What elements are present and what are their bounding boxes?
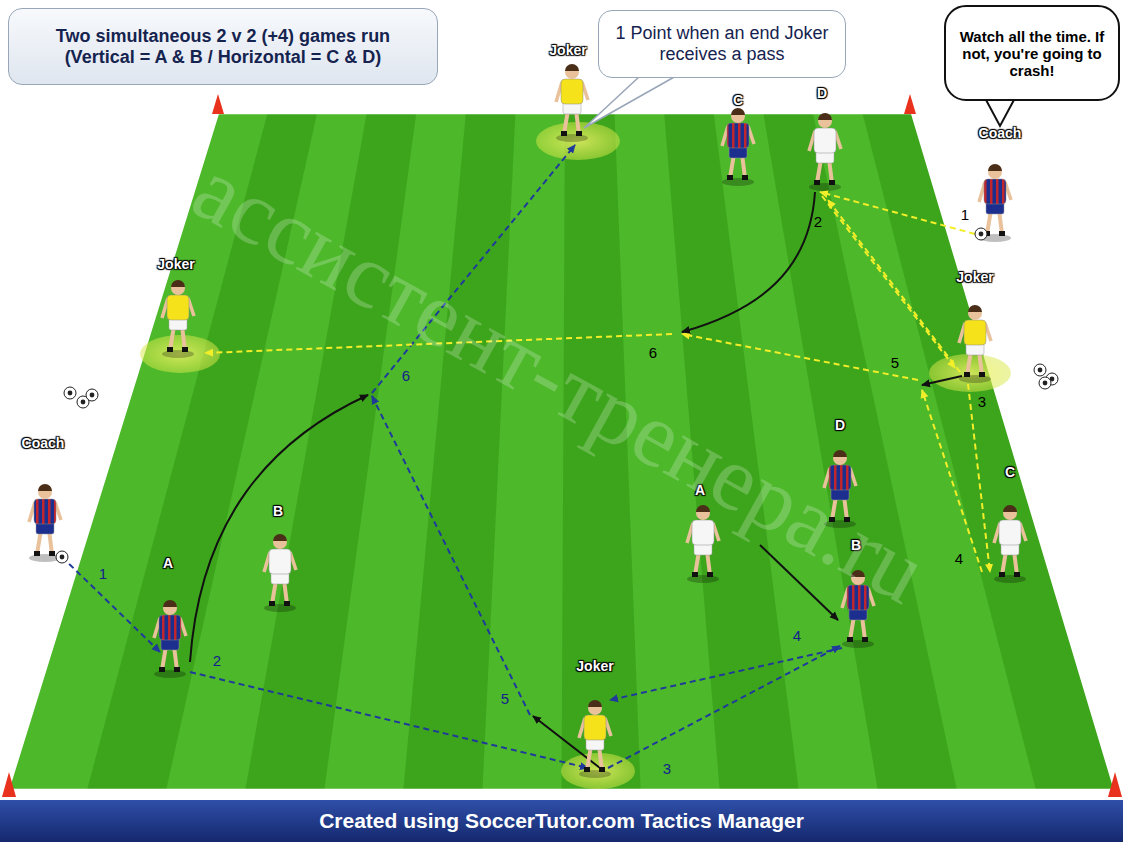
node-text: 1 Point when an end Joker receives a pas… [611,23,833,65]
grass-stripe [615,113,720,790]
player-label: B [273,503,283,519]
player-label: Joker [576,658,613,674]
player-figure [154,600,186,678]
player-label: Coach [22,435,65,451]
callout-number: 5 [891,354,899,371]
yellow-passes [205,192,990,572]
callout-number: 1 [961,206,969,223]
callout-number: 2 [814,213,822,230]
callout-number: 4 [955,550,963,567]
player-figure [556,64,588,142]
ball [86,389,98,401]
grass-stripe [482,113,565,790]
player-label: D [817,85,827,101]
player-figure [579,700,611,778]
ball [975,228,987,240]
grass-stripe [813,113,1036,790]
ball [1034,364,1046,376]
player-figure [824,450,856,528]
ball [1039,377,1051,389]
callout-number: 3 [978,393,986,410]
speech-bubble: Watch all the time. If not, you're going… [944,5,1120,101]
callout-number: 6 [649,344,657,361]
player-label: D [835,417,845,433]
callout-number: 3 [663,760,671,777]
node-text: Two simultaneous 2 v 2 (+4) games run (V… [19,26,427,68]
blue-passes [62,145,842,768]
callout-number: 4 [793,627,801,644]
callout-number: 2 [213,652,221,669]
player-label: Coach [979,125,1022,141]
ball [64,387,76,399]
bubble-tail [584,76,676,128]
pitch-line [8,113,1115,790]
player-label: B [851,537,861,553]
player-label: C [733,92,743,108]
player-figure [722,108,754,186]
player-figure [994,505,1026,583]
grass-stripe [166,113,367,790]
pitch [8,113,1115,790]
player-figure [264,534,296,612]
title-box: Two simultaneous 2 v 2 (+4) games run (V… [8,8,438,85]
grass-stripe [324,113,466,790]
cones [2,94,1122,797]
player-label: Joker [157,256,194,272]
player-figure [959,305,991,383]
player-label: Joker [956,269,993,285]
bubble-tail [985,98,1015,126]
player-figure [687,505,719,583]
player-figure [29,484,61,562]
callout-number: 1 [99,565,107,582]
callout-number: 6 [402,367,410,384]
player-label: Joker [549,42,586,58]
player-figure [809,113,841,191]
watermark: ассистент-тренера.ru [176,135,943,624]
ball [56,551,68,563]
player-label: C [1005,464,1015,480]
player-figure [842,570,874,648]
callout-number: 5 [501,690,509,707]
player-label: A [695,482,705,498]
node-text: Watch all the time. If not, you're going… [954,28,1110,79]
node-text: Created using SoccerTutor.com Tactics Ma… [319,809,804,833]
footer-bar: Created using SoccerTutor.com Tactics Ma… [0,800,1123,842]
runs [190,192,962,768]
player-label: A [163,555,173,571]
callout-bubble: 1 Point when an end Joker receives a pas… [598,10,846,78]
joker-zones [140,122,1011,789]
player-figure [162,280,194,358]
